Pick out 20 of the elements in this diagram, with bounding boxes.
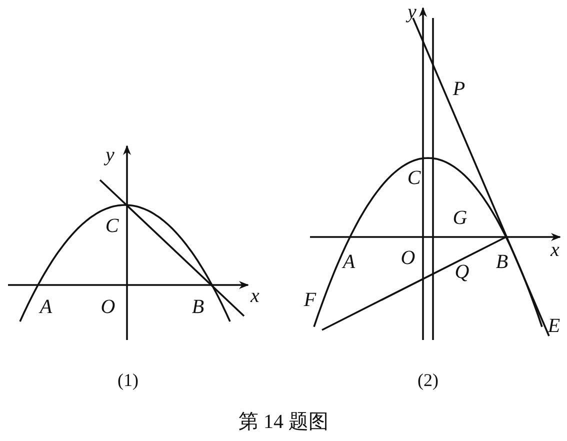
figure-number: (2) xyxy=(418,371,438,389)
point-label: Q xyxy=(454,262,470,282)
point-label: O xyxy=(100,297,116,317)
point-label: C xyxy=(407,168,421,188)
point-label: C xyxy=(105,216,119,236)
point-label: P xyxy=(452,79,466,99)
point-label: B xyxy=(496,252,508,272)
point-label: F xyxy=(304,290,316,310)
point-label: y xyxy=(106,145,114,165)
point-label: A xyxy=(342,252,356,272)
point-label: E xyxy=(548,316,560,336)
point-label: y xyxy=(408,2,416,22)
figure-number: (1) xyxy=(118,371,138,389)
point-label: O xyxy=(400,248,416,268)
point-label: B xyxy=(192,297,204,317)
point-label: x xyxy=(550,240,560,260)
point-label: A xyxy=(40,297,52,317)
point-label: x xyxy=(250,286,260,306)
figure-caption: 第 14 题图 xyxy=(238,410,330,435)
point-label: G xyxy=(452,208,468,228)
